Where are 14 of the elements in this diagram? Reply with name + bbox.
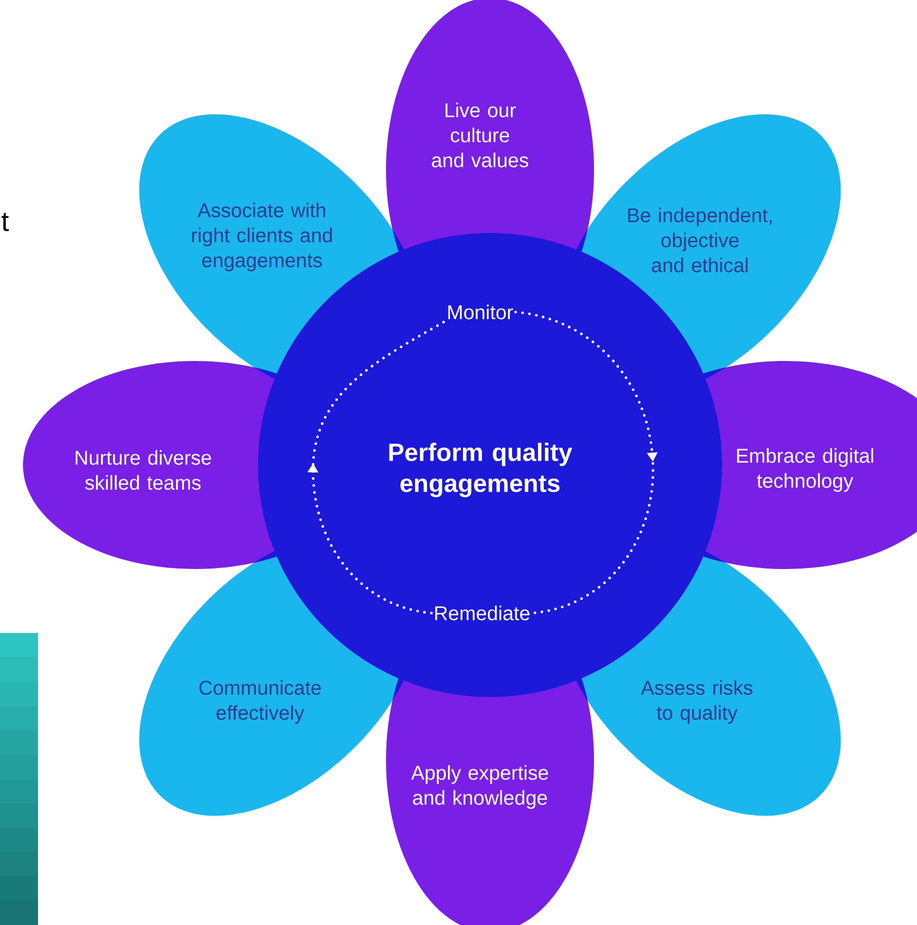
step-label: Monitor — [448, 304, 513, 320]
step-label: Remediate — [435, 606, 530, 620]
center-label: Perform quality engagements — [389, 442, 572, 498]
petal-label: Live our culture and values — [432, 102, 528, 168]
petal-label: Apply expertise and knowledge — [411, 765, 548, 809]
petal-label: Nurture diverse skilled teams — [76, 450, 211, 490]
cycle-arrow — [514, 310, 658, 614]
petal-label: Be independent, objective and ethical — [628, 208, 772, 272]
text-fragment: t — [2, 212, 9, 232]
petal-label: Embrace digital technology — [737, 448, 874, 492]
petal-label: Associate with right clients and engagements — [192, 202, 332, 272]
petal-label: Assess risks to quality — [640, 680, 752, 724]
petal-label: Communicate effectively — [199, 680, 321, 724]
cycle-arrow — [307, 320, 446, 614]
